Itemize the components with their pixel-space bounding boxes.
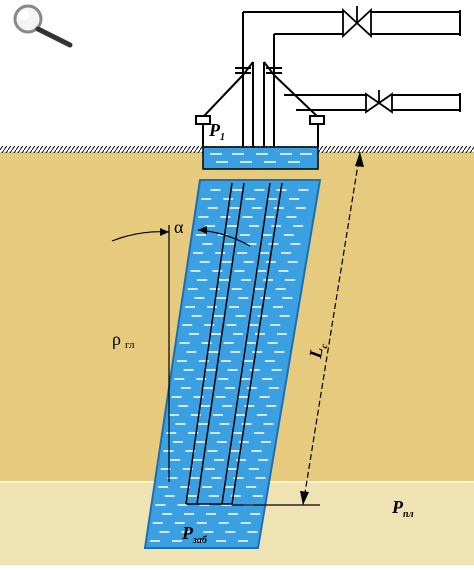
wellhead <box>195 10 461 147</box>
gate-valve-icon <box>365 90 393 114</box>
alpha-arrowhead-right <box>198 226 207 234</box>
alpha-arrowhead-left <box>160 228 169 236</box>
cellar-dashes <box>210 153 312 163</box>
wellhead-cellar <box>202 146 319 170</box>
lc-arrow-top <box>355 152 364 167</box>
lc-label: Lc <box>305 340 331 361</box>
p-pl-label: Pпл <box>391 497 414 520</box>
p1-label: P1 <box>208 120 225 143</box>
casing-left-wall <box>185 182 233 505</box>
p-zab-label: Pзаб <box>181 523 208 546</box>
wellbore <box>143 170 322 549</box>
magnifier-icon[interactable] <box>13 4 73 48</box>
lc-arrow-bottom <box>300 491 309 505</box>
casing-right-wall <box>231 182 283 505</box>
alpha-label: α <box>174 217 184 237</box>
casing-right-wall-inner <box>221 182 271 505</box>
surface-gap <box>203 170 318 178</box>
lc-dimension-line <box>302 151 361 506</box>
casing-left-wall-inner <box>196 182 245 505</box>
gate-valve-icon <box>342 6 372 39</box>
